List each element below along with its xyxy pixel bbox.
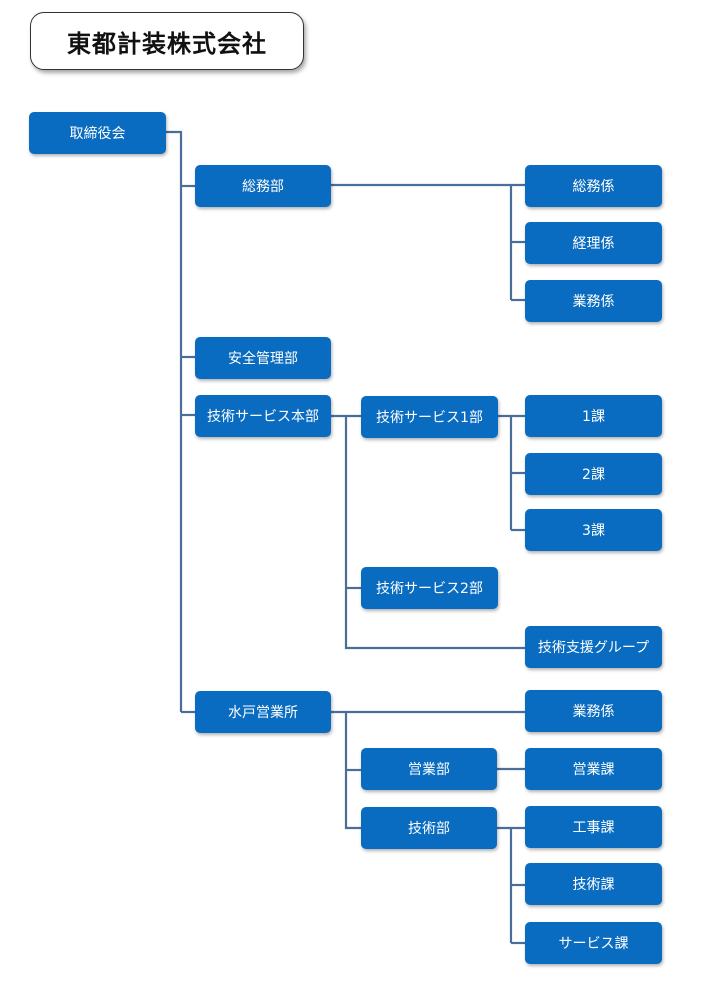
node-technical-section: 技術課 <box>525 863 662 905</box>
node-mito-business-section: 業務係 <box>525 690 662 732</box>
node-service-section: サービス課 <box>525 922 662 964</box>
node-mito-office: 水戸営業所 <box>195 691 331 733</box>
node-engineering-dept: 技術部 <box>361 807 497 849</box>
node-business-section: 業務係 <box>525 280 662 322</box>
node-unit-3: 3課 <box>525 509 662 551</box>
node-general-affairs-section: 総務係 <box>525 165 662 207</box>
node-tech-support-group: 技術支援グループ <box>525 626 662 668</box>
node-tech-service-1: 技術サービス1部 <box>361 396 498 438</box>
node-safety-dept: 安全管理部 <box>195 337 331 379</box>
node-accounting-section: 経理係 <box>525 222 662 264</box>
node-tech-service-hq: 技術サービス本部 <box>195 395 331 437</box>
node-sales-dept: 営業部 <box>361 748 497 790</box>
node-unit-1: 1課 <box>525 395 662 437</box>
node-general-affairs-dept: 総務部 <box>195 165 331 207</box>
node-tech-service-2: 技術サービス2部 <box>361 567 498 609</box>
node-construction-section: 工事課 <box>525 806 662 848</box>
node-unit-2: 2課 <box>525 453 662 495</box>
node-board: 取締役会 <box>29 112 166 154</box>
node-sales-section: 営業課 <box>525 748 662 790</box>
company-title: 東都計装株式会社 <box>30 12 304 70</box>
